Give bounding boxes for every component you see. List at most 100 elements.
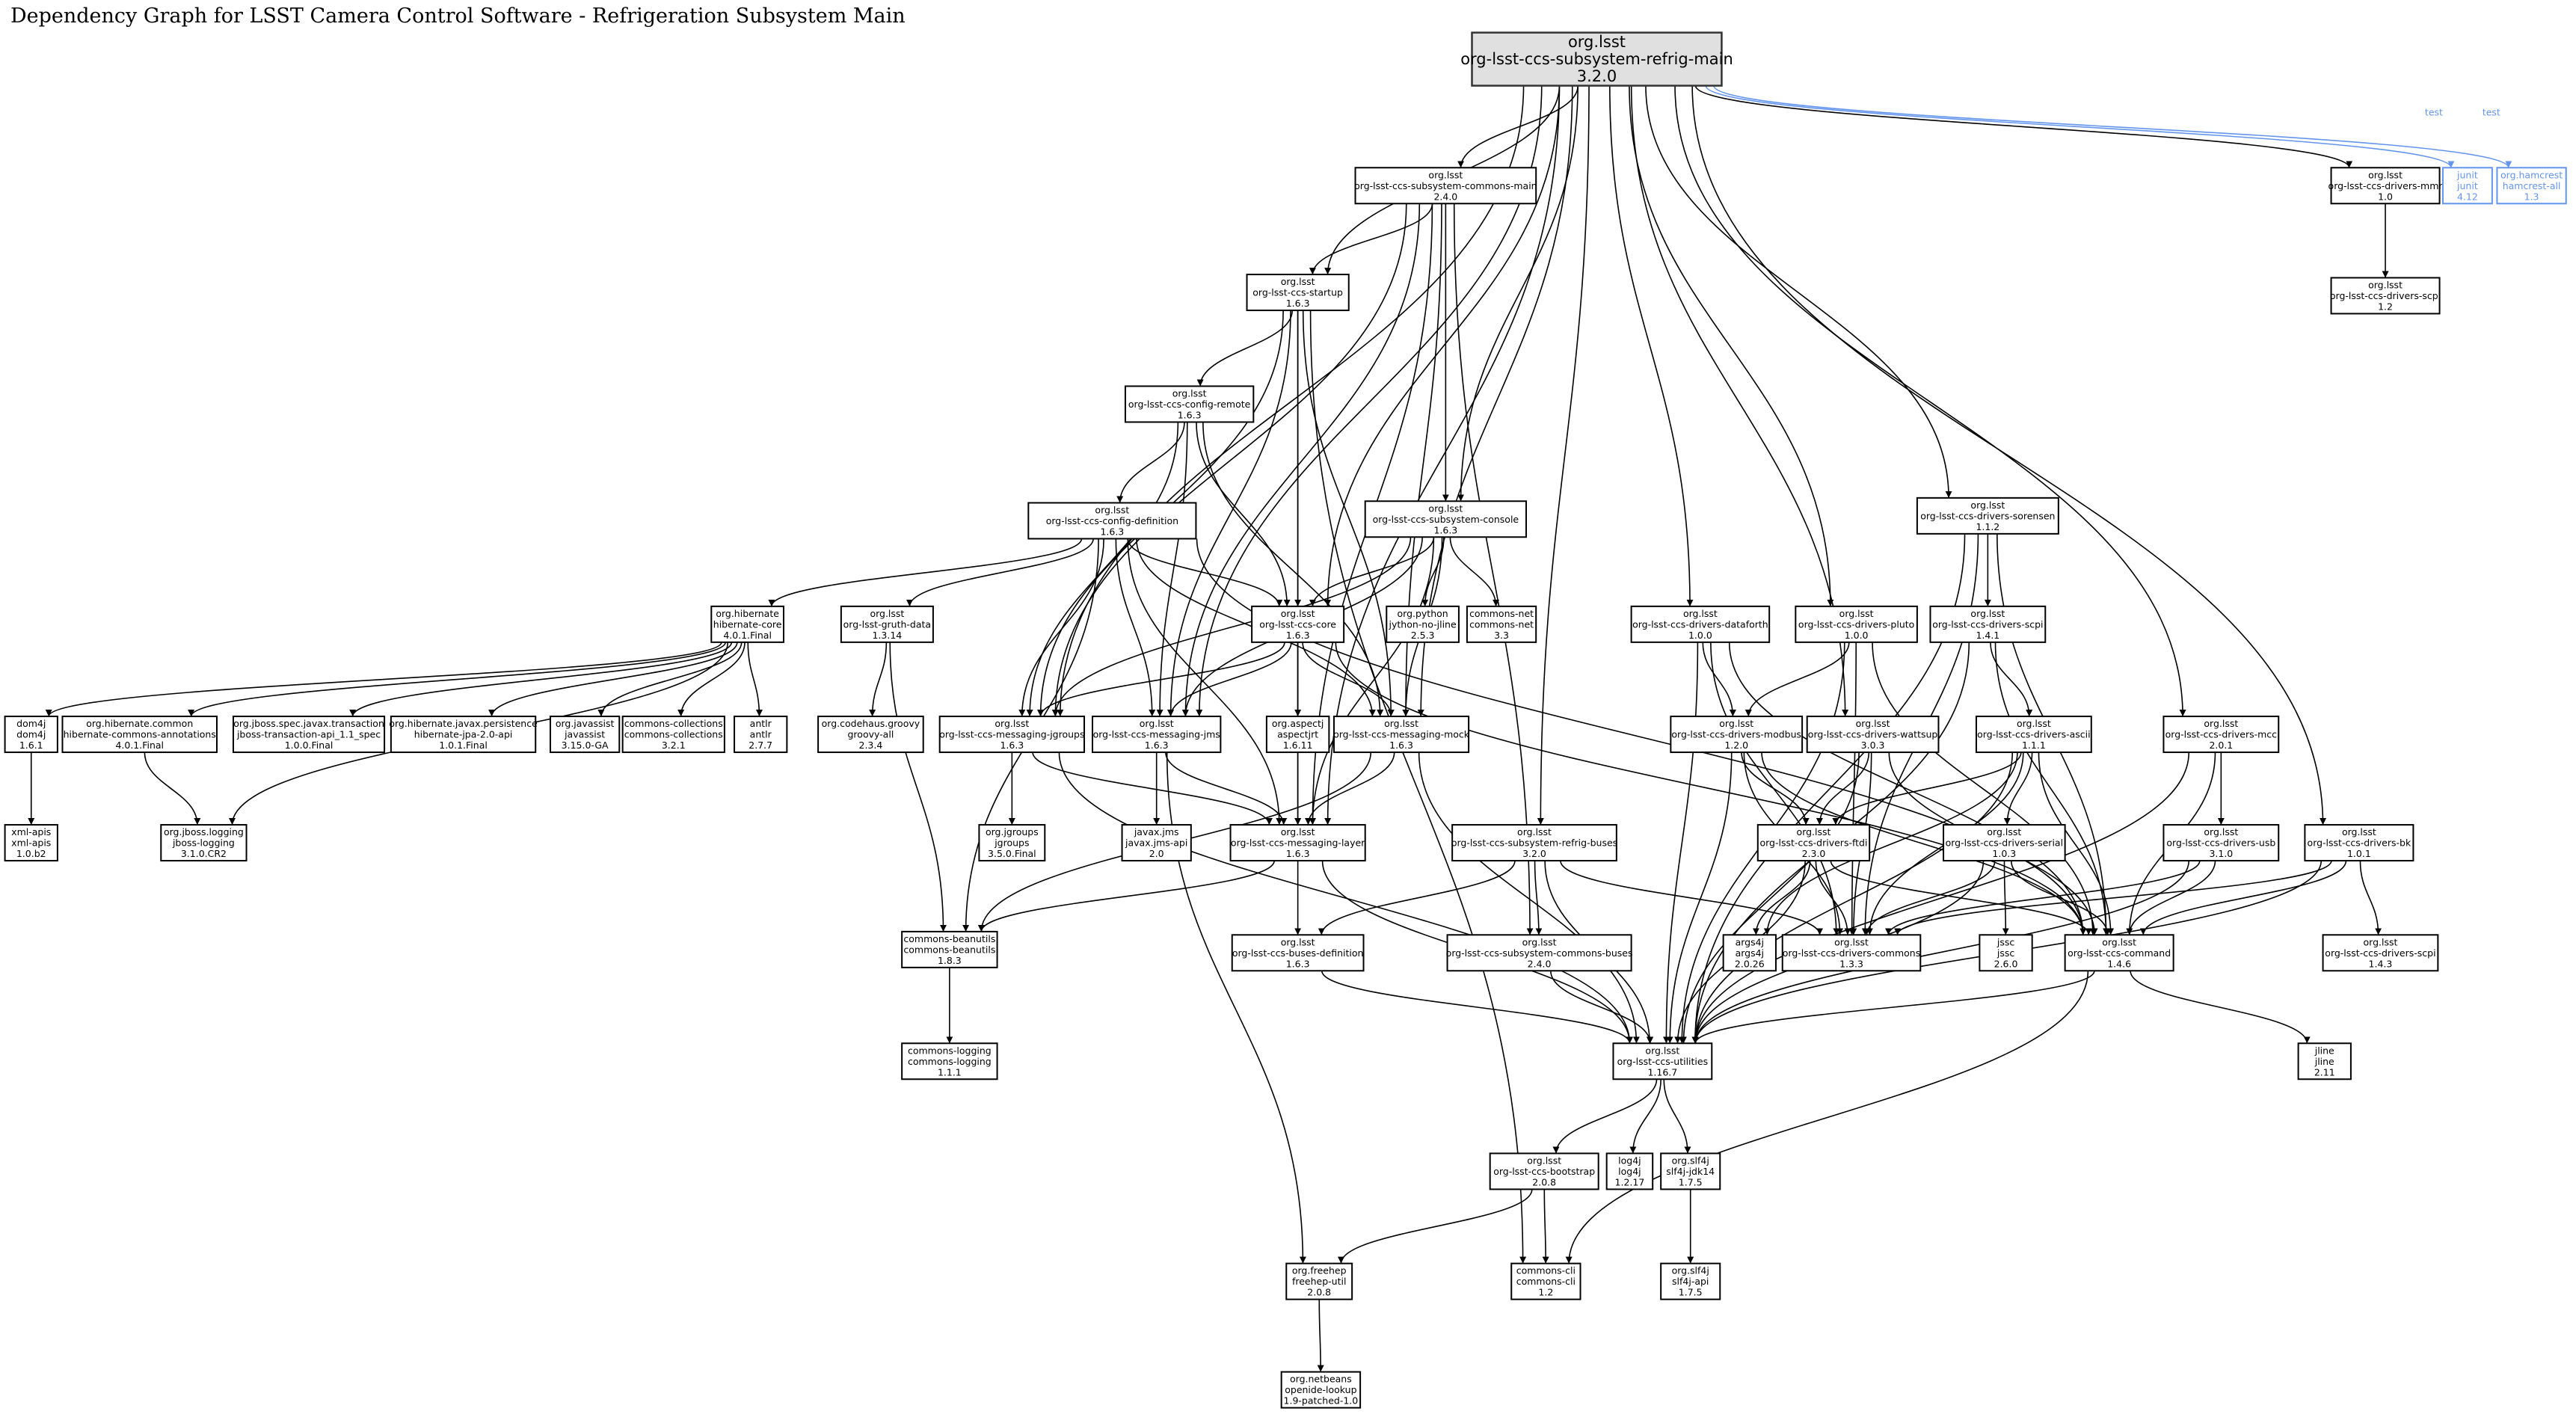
- node-artifact: javassist: [564, 729, 605, 740]
- dependency-node-refrig_buses[interactable]: org.lsstorg-lsst-ccs-subsystem-refrig-bu…: [1451, 824, 1617, 862]
- edge-line: [1542, 1189, 1549, 1264]
- node-artifact: org-lsst-ccs-buses-definition: [1232, 947, 1364, 959]
- dependency-node-commons_collections[interactable]: commons-collectionscommons-collections3.…: [621, 716, 725, 754]
- node-group: org.jgroups: [986, 826, 1039, 837]
- node-version: 1.6.3: [1286, 630, 1310, 641]
- dependency-node-msg_layer[interactable]: org.lsstorg-lsst-ccs-messaging-layer1.6.…: [1229, 824, 1366, 862]
- dependency-node-jboss_transaction[interactable]: org.jboss.spec.javax.transactionjboss-tr…: [232, 716, 386, 754]
- node-version: 3.2.1: [662, 740, 686, 751]
- dependency-edge-mcc-utilities: [1691, 752, 2190, 1044]
- dependency-edge-hibernate_core-antlr: [747, 642, 763, 717]
- dependency-edge-root-sorensen: [1645, 85, 1952, 498]
- node-group: org.lsst: [1683, 608, 1718, 619]
- edge-line: [1309, 537, 1435, 826]
- dependency-node-commons_main[interactable]: org.lsstorg-lsst-ccs-subsystem-commons-m…: [1354, 167, 1537, 205]
- edge-line: [1324, 85, 1561, 826]
- node-artifact: org-lsst-ccs-startup: [1252, 287, 1343, 298]
- edge-line: [1534, 861, 1543, 935]
- node-group: org.hibernate.javax.persistence: [389, 718, 538, 729]
- dependency-edge-root-bk: [1691, 85, 2327, 826]
- dependency-node-jpa[interactable]: org.hibernate.javax.persistencehibernate…: [389, 716, 538, 754]
- dependency-node-wattsup[interactable]: org.lsstorg-lsst-ccs-drivers-wattsup3.0.…: [1806, 716, 1940, 754]
- edge-line: [1885, 860, 2201, 935]
- dependency-node-console[interactable]: org.lsstorg-lsst-ccs-subsystem-console1.…: [1364, 500, 1528, 538]
- dependency-node-netbeans[interactable]: org.netbeansopenide-lookup1.9-patched-1.…: [1280, 1371, 1362, 1409]
- node-box: [1332, 716, 1470, 754]
- node-version: 2.0.26: [1735, 958, 1765, 969]
- edge-line: [1691, 861, 2190, 1044]
- edge-line: [2130, 971, 2311, 1044]
- dependency-node-dataforth[interactable]: org.lsstorg-lsst-ccs-drivers-dataforth1.…: [1630, 605, 1771, 643]
- dependency-node-config_definition[interactable]: org.lsstorg-lsst-ccs-config-definition1.…: [1027, 502, 1197, 540]
- dependency-node-commons_buses[interactable]: org.lsstorg-lsst-ccs-subsystem-commons-b…: [1446, 934, 1633, 972]
- node-group: org.lsst: [2342, 826, 2376, 837]
- node-artifact: org-lsst-ccs-drivers-pluto: [1798, 618, 1914, 630]
- dependency-node-msg_jgroups[interactable]: org.lsstorg-lsst-ccs-messaging-jgroups1.…: [938, 716, 1086, 754]
- node-box: [1605, 1152, 1654, 1190]
- node-group: org.lsst: [2102, 936, 2136, 947]
- node-group: org.javassist: [556, 718, 615, 729]
- dependency-node-root[interactable]: org.lsstorg-lsst-ccs-subsystem-refrig-ma…: [1460, 31, 1733, 87]
- dependency-edge-ascii-ftdi: [1832, 751, 2022, 826]
- dependency-edge-pluto-modbus: [1745, 642, 1850, 717]
- dependency-node-sorensen[interactable]: org.lsstorg-lsst-ccs-drivers-sorensen1.1…: [1916, 497, 2059, 535]
- edge-line: [1752, 861, 1811, 935]
- dependency-node-drivers_commons[interactable]: org.lsstorg-lsst-ccs-drivers-commons1.3.…: [1781, 934, 1922, 972]
- edge-line: [1815, 861, 1851, 935]
- node-version: 1.2: [2378, 301, 2393, 312]
- dependency-edge-root-msg_mock: [1417, 85, 1573, 717]
- node-artifact: commons-beanutils: [903, 944, 995, 955]
- node-box: [160, 824, 248, 862]
- dependency-node-hib_annotations[interactable]: org.hibernate.commonhibernate-commons-an…: [61, 716, 218, 754]
- node-artifact: openide-lookup: [1285, 1384, 1356, 1395]
- dependency-edge-ftdi-command: [1830, 860, 2092, 935]
- node-group: junit: [2456, 169, 2478, 180]
- dependency-node-buses_definition[interactable]: org.lsstorg-lsst-ccs-buses-definition1.6…: [1231, 934, 1365, 972]
